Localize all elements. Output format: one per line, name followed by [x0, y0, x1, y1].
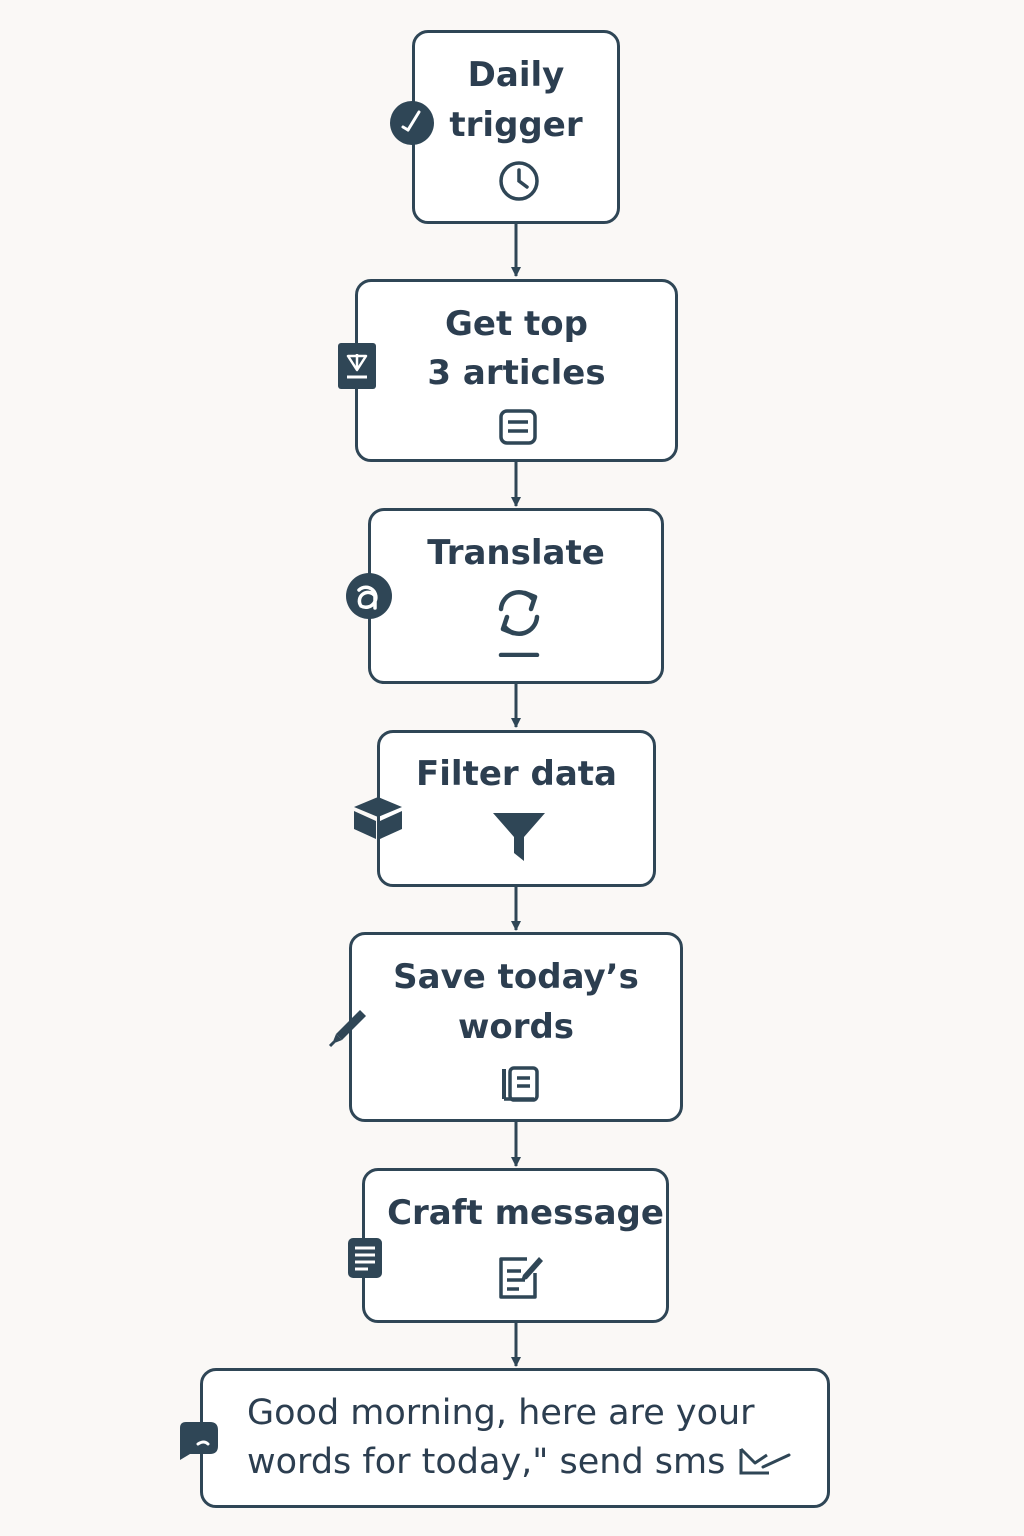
document-icon	[348, 1238, 382, 1278]
node-label-line-1: Save today’s	[393, 957, 639, 997]
language-badge-icon	[346, 573, 392, 619]
node-label-line-1: Translate	[427, 533, 605, 573]
message-line-1: Good morning, here are your	[247, 1393, 755, 1433]
node-label-line-2: trigger	[449, 105, 583, 145]
node-label-line-1: Get top	[444, 304, 588, 344]
article-list-icon	[499, 409, 537, 445]
chat-bubble-icon	[180, 1422, 218, 1460]
node-label-line-1: Filter data	[416, 754, 617, 794]
get-articles-node[interactable]: Get top 3 articles	[355, 279, 678, 462]
clock-icon	[499, 161, 539, 201]
save-words-node[interactable]: Save today’s words	[349, 932, 683, 1122]
refresh-icon	[498, 590, 540, 657]
craft-message-node[interactable]: Craft message	[362, 1168, 669, 1323]
filter-data-node[interactable]: Filter data	[377, 730, 656, 887]
node-label-line-1: Daily	[467, 55, 565, 95]
clock-badge-icon	[390, 101, 434, 145]
daily-trigger-node[interactable]: Daily trigger	[412, 30, 620, 224]
cube-icon	[354, 797, 402, 839]
translate-node[interactable]: Translate	[368, 508, 664, 684]
node-label-line-1: Craft message	[387, 1193, 664, 1233]
funnel-icon	[493, 813, 545, 861]
sms-send-icon	[739, 1447, 791, 1475]
pencil-icon	[328, 1010, 366, 1048]
message-line-2: words for today," send sms	[247, 1442, 726, 1482]
node-label-line-2: 3 articles	[427, 353, 606, 393]
notebook-icon	[502, 1066, 539, 1102]
node-label-line-2: words	[457, 1007, 575, 1047]
compose-icon	[499, 1257, 543, 1299]
download-box-icon	[338, 343, 376, 389]
send-sms-node[interactable]: Good morning, here are your words for to…	[200, 1368, 830, 1508]
